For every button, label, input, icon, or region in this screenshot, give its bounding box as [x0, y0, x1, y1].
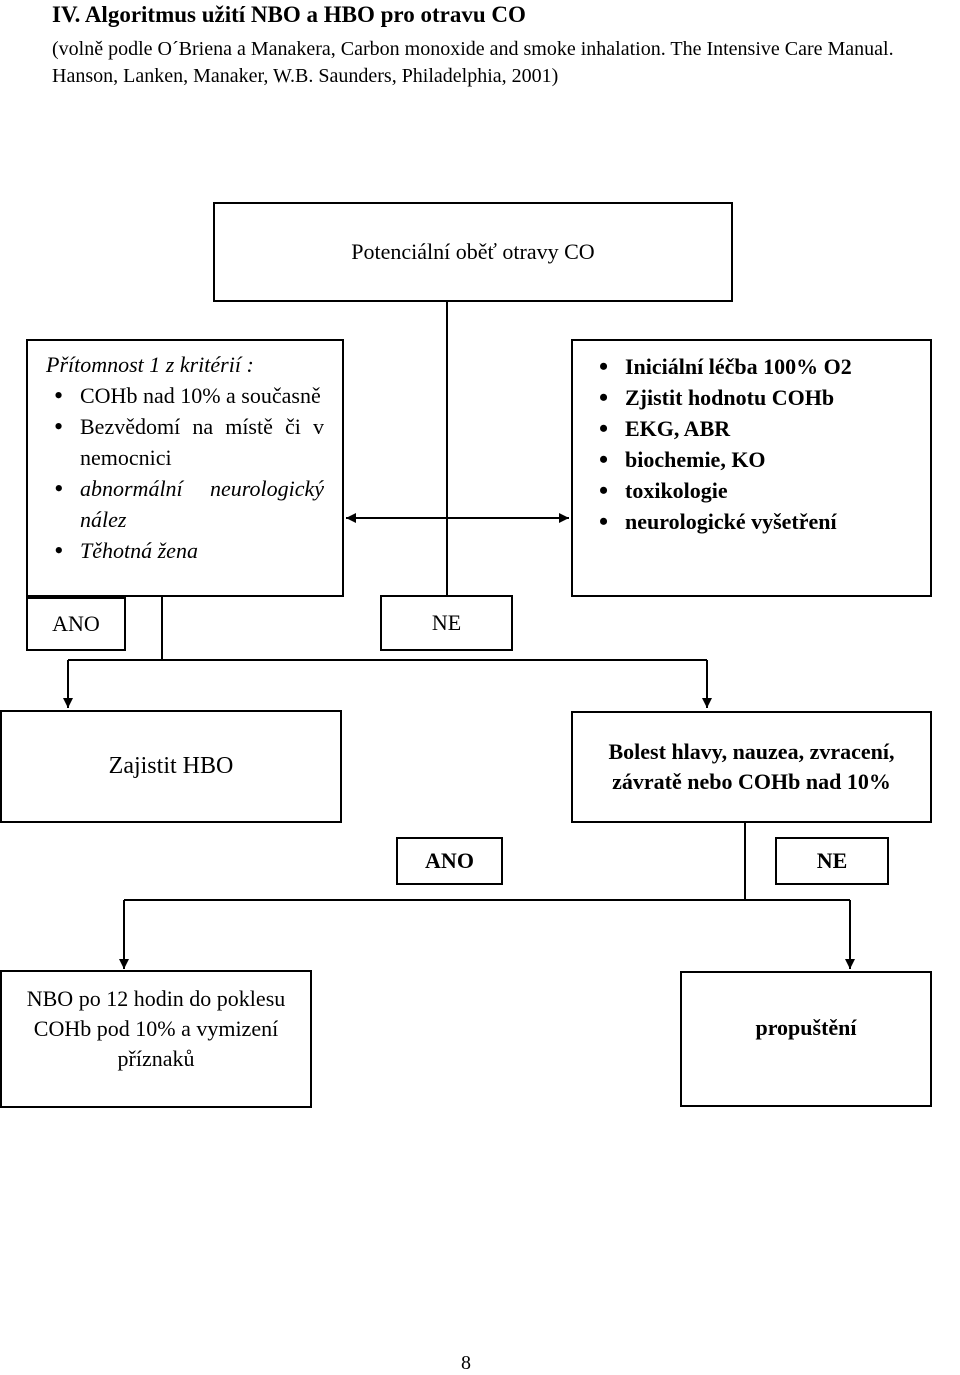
nbo-box: NBO po 12 hodin do poklesu COHb pod 10% … [0, 970, 312, 1108]
nbo-box-label: NBO po 12 hodin do poklesu COHb pod 10% … [26, 986, 286, 1071]
treatment-item: EKG, ABR [591, 413, 916, 444]
hbo-box: Zajistit HBO [0, 710, 342, 823]
page-number: 8 [461, 1352, 471, 1374]
criteria-yes-label: ANO [26, 597, 126, 651]
criteria-no-label: NE [380, 595, 513, 651]
treatment-item: biochemie, KO [591, 444, 916, 475]
release-box-label: propuštění [755, 1015, 857, 1040]
treatment-item: Iniciální léčba 100% O2 [591, 351, 916, 382]
symptoms-no-text: NE [816, 848, 848, 873]
criteria-box: Přítomnost 1 z kritérií : COHb nad 10% a… [26, 339, 344, 597]
criteria-item: abnormální neurologický nález [46, 473, 324, 535]
criteria-item: COHb nad 10% a současně [46, 380, 324, 411]
symptoms-yes-text: ANO [425, 848, 474, 873]
source-citation: (volně podle O´Briena a Manakera, Carbon… [52, 38, 894, 87]
symptoms-box: Bolest hlavy, nauzea, zvracení, závratě … [571, 711, 932, 823]
start-box: Potenciální oběť otravy CO [213, 202, 733, 302]
release-box: propuštění [680, 971, 932, 1107]
symptoms-yes-label: ANO [396, 837, 503, 885]
treatment-item: toxikologie [591, 475, 916, 506]
symptoms-box-label: Bolest hlavy, nauzea, zvracení, závratě … [608, 739, 895, 794]
treatment-item: neurologické vyšetření [591, 506, 916, 537]
page-title: IV. Algoritmus užití NBO a HBO pro otrav… [52, 2, 526, 27]
hbo-box-label: Zajistit HBO [108, 753, 234, 779]
criteria-yes-text: ANO [52, 611, 100, 636]
start-box-label: Potenciální oběť otravy CO [351, 239, 595, 264]
criteria-item: Bezvědomí na místě či v nemocnici [46, 411, 324, 473]
criteria-no-text: NE [431, 610, 462, 635]
symptoms-no-label: NE [775, 837, 889, 885]
treatment-item: Zjistit hodnotu COHb [591, 382, 916, 413]
treatment-box: Iniciální léčba 100% O2 Zjistit hodnotu … [571, 339, 932, 597]
criteria-intro: Přítomnost 1 z kritérií : [46, 352, 254, 377]
criteria-item: Těhotná žena [46, 535, 324, 566]
